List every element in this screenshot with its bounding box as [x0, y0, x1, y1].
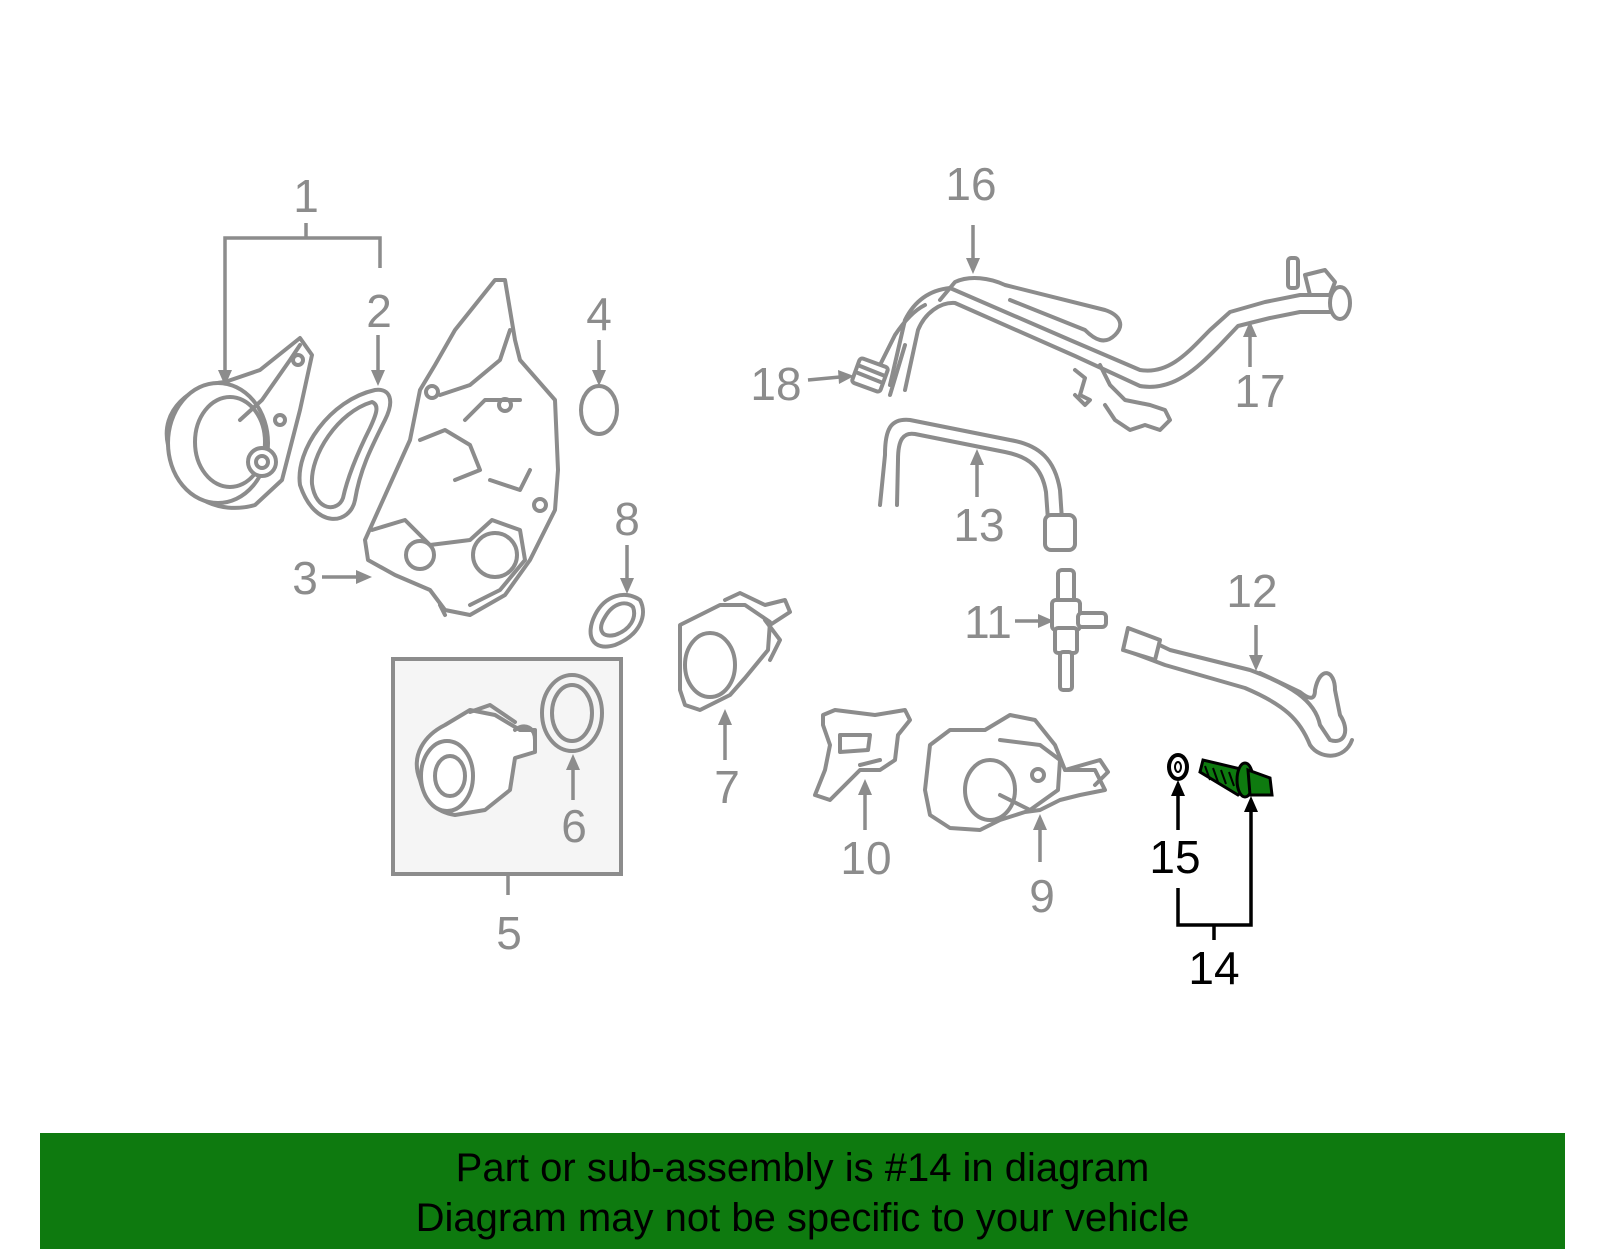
info-banner: Part or sub-assembly is #14 in diagram D…: [40, 1133, 1565, 1249]
callout-2: 2: [366, 285, 392, 337]
part-13-pipe: [878, 417, 1077, 552]
callout-7: 7: [714, 761, 740, 813]
part-2-gasket: [297, 387, 393, 521]
part-3-housing: [363, 278, 560, 617]
callout-9: 9: [1029, 870, 1055, 922]
callout-13: 13: [953, 499, 1004, 551]
callout-16: 16: [945, 158, 996, 210]
part-1-water-pump: [164, 336, 314, 510]
callout-1: 1: [293, 170, 319, 222]
callout-numbers: 1 2 3 4 5 6 7 8 9 10 11 12 13 14 15 16 1…: [292, 158, 1285, 994]
callout-3: 3: [292, 552, 318, 604]
part-9-outlet-housing: [923, 713, 1110, 832]
part-15-washer: [1167, 753, 1189, 781]
callout-6: 6: [561, 800, 587, 852]
callout-17: 17: [1234, 365, 1285, 417]
part-11-fitting: [1050, 568, 1108, 692]
callout-15: 15: [1149, 831, 1200, 883]
callout-11: 11: [964, 596, 1012, 648]
callout-8: 8: [614, 493, 640, 545]
callout-4: 4: [586, 288, 612, 340]
part-4-o-ring: [579, 384, 619, 436]
part-8-gasket: [588, 593, 645, 649]
part-10-gasket: [813, 708, 912, 802]
banner-line-2: Diagram may not be specific to your vehi…: [415, 1196, 1190, 1240]
banner-line-1: Part or sub-assembly is #14 in diagram: [455, 1146, 1150, 1190]
part-16-17-water-pipe: [868, 256, 1352, 432]
leader-lines: [218, 223, 1263, 940]
part-5-thermostat-assembly: [414, 703, 537, 817]
callout-5: 5: [496, 907, 522, 959]
callout-10: 10: [840, 832, 891, 884]
callout-18: 18: [750, 358, 801, 410]
part-14-bolt: [1198, 758, 1274, 799]
part-7-thermostat-cover: [678, 591, 792, 712]
callout-12: 12: [1226, 565, 1277, 617]
callout-14: 14: [1188, 942, 1239, 994]
part-6-seal: [540, 673, 604, 753]
part-18-clamp: [850, 356, 890, 394]
part-12-hose: [1121, 626, 1354, 758]
